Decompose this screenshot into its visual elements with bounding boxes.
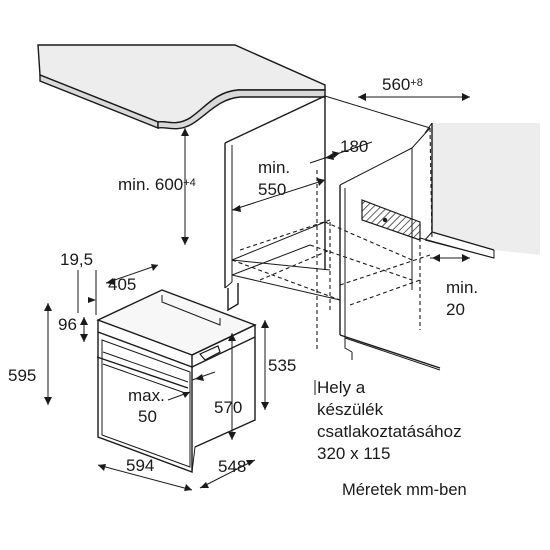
dim-cabinet-height-value: 600 xyxy=(154,175,184,194)
dim-body-width: 548 xyxy=(218,457,247,476)
dim-door-gap-line1: max. xyxy=(128,386,165,405)
connection-note-line3: csatlakoztatásához xyxy=(317,422,462,441)
dim-rear-gap-line2: 20 xyxy=(446,300,465,319)
dim-cabinet-height-prefix: min. xyxy=(118,175,151,194)
dim-cabinet-depth: 560+8 xyxy=(382,75,423,95)
connection-note-line1: Hely a xyxy=(317,378,366,397)
connection-note-line2: készülék xyxy=(317,400,384,419)
dim-front-height: 595 xyxy=(8,366,37,385)
dim-cabinet-depth-value: 560 xyxy=(382,75,411,94)
connection-area-hatch xyxy=(361,199,421,241)
right-countertop xyxy=(419,122,540,259)
dim-body-height-rear: 535 xyxy=(268,356,297,375)
dim-door-gap-line2: 50 xyxy=(138,407,157,426)
dim-inner-depth-line1: min. xyxy=(258,158,291,177)
dim-body-height: 570 xyxy=(214,398,243,417)
oven-body xyxy=(96,289,257,474)
connection-note-line4: 320 x 115 xyxy=(317,444,391,463)
units-note: Méretek mm-ben xyxy=(342,481,467,499)
dim-front-width: 594 xyxy=(126,456,155,475)
dim-inner-depth-line2: 550 xyxy=(258,180,287,199)
cabinet-frame xyxy=(224,94,441,371)
dimension-lines xyxy=(44,93,470,491)
dim-cabinet-height-tolerance: +4 xyxy=(183,177,196,189)
dim-cabinet-depth-tolerance: +8 xyxy=(410,77,423,89)
dim-rear-gap-line1: min. xyxy=(446,278,479,297)
dim-front-offset: 19,5 xyxy=(60,250,94,269)
dim-panel-top: 96 xyxy=(58,315,77,334)
dim-cabinet-height: min. 600+4 xyxy=(118,175,196,195)
dim-recess: 180 xyxy=(340,137,369,156)
dim-body-depth: 405 xyxy=(108,275,137,294)
oven-handle-bracket xyxy=(199,345,221,361)
